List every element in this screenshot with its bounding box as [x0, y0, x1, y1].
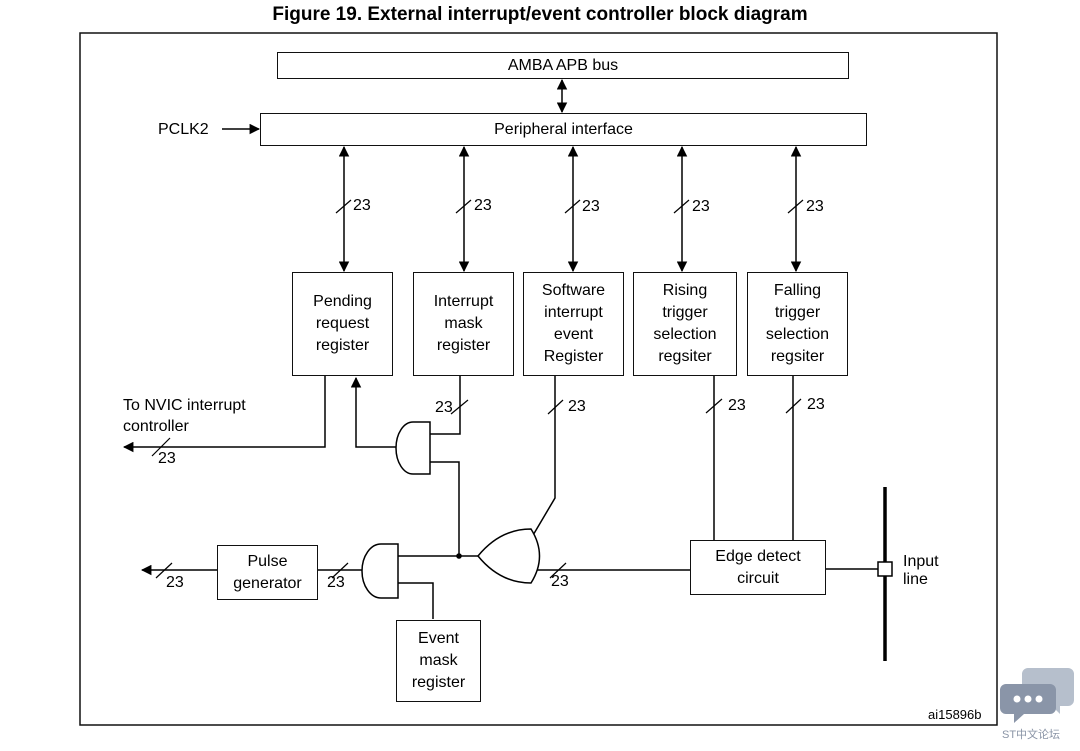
- pending-request-register: Pending request register: [292, 272, 393, 376]
- pulse-generator: Pulse generator: [217, 545, 318, 600]
- bus-width-label: 23: [807, 396, 825, 413]
- junction-to-and1: [430, 461, 460, 556]
- bus-width-label: 23: [728, 397, 746, 414]
- bus-width-label: 23: [551, 573, 569, 590]
- and1-output-wire: [350, 376, 398, 448]
- bus-width-label: 23: [474, 197, 492, 214]
- bus-width-label: 23: [582, 198, 600, 215]
- bus-width-label: 23: [806, 198, 824, 215]
- input-line-label: Input line: [903, 553, 939, 588]
- bus-slashes: [151, 199, 804, 579]
- and-gate-interrupt: [395, 421, 431, 475]
- bus-width-label: 23: [692, 198, 710, 215]
- bus-width-label: 23: [435, 399, 453, 416]
- software-interrupt-register: Software interrupt event Register: [523, 272, 624, 376]
- rising-trigger-register: Rising trigger selection regsiter: [633, 272, 737, 376]
- bus-width-label: 23: [166, 574, 184, 591]
- nvic-wire: [122, 376, 326, 453]
- amba-bus-block: AMBA APB bus: [277, 52, 849, 79]
- junction-dot: [456, 553, 462, 559]
- interrupt-mask-register: Interrupt mask register: [413, 272, 514, 376]
- input-pin: [877, 561, 893, 577]
- watermark-text: ST中文论坛: [1002, 729, 1061, 741]
- bus-width-label: 23: [353, 197, 371, 214]
- imask-wire: [430, 376, 461, 435]
- software-wire: [528, 376, 556, 543]
- bus-width-label: 23: [568, 398, 586, 415]
- edge-detect-circuit: Edge detect circuit: [690, 540, 826, 595]
- chat-bubble-icon: [1000, 668, 1074, 723]
- nvic-label: To NVIC interrupt controller: [123, 397, 246, 435]
- or-gate: [477, 528, 541, 584]
- watermark: ST中文论坛: [998, 664, 1078, 748]
- bus-width-label: 23: [158, 450, 176, 467]
- and-gate-event: [361, 543, 399, 599]
- event-mask-register: Event mask register: [396, 620, 481, 702]
- figure-title: Figure 19. External interrupt/event cont…: [272, 4, 808, 25]
- emask-wire: [398, 582, 434, 619]
- pclk2-label: PCLK2: [158, 121, 209, 138]
- falling-trigger-register: Falling trigger selection regsiter: [747, 272, 848, 376]
- peripheral-interface-block: Peripheral interface: [260, 113, 867, 146]
- bus-width-label: 23: [327, 574, 345, 591]
- diagram-frame: [79, 32, 998, 726]
- figure-id: ai15896b: [928, 707, 982, 722]
